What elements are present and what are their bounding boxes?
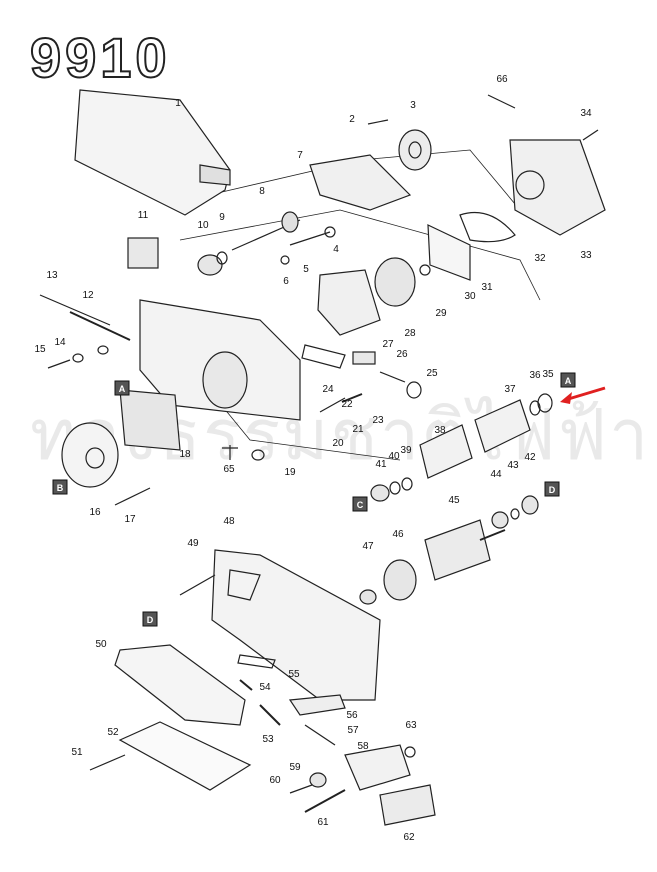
part-number-label: 51 <box>71 747 83 758</box>
part-number-label: 12 <box>82 290 94 301</box>
part-number-label: 63 <box>405 720 417 731</box>
svg-text:D: D <box>147 615 154 625</box>
part-number-label: 54 <box>259 682 271 693</box>
part-number-label: 40 <box>388 451 400 462</box>
part-number-label: 32 <box>534 253 546 264</box>
part-number-label: 65 <box>223 464 235 475</box>
reference-marker: C <box>352 496 368 512</box>
svg-text:D: D <box>549 485 556 495</box>
part-number-label: 36 <box>529 370 541 381</box>
part-number-label: 24 <box>322 384 334 395</box>
part-number-label: 20 <box>332 438 344 449</box>
part-number-label: 59 <box>289 762 301 773</box>
part-number-label: 41 <box>375 459 387 470</box>
part-number-label: 61 <box>317 817 329 828</box>
part-number-label: 25 <box>426 368 438 379</box>
pointer-arrowhead <box>560 392 572 404</box>
part-number-label: 35 <box>542 369 554 380</box>
part-number-label: 62 <box>403 832 415 843</box>
part-number-label: 27 <box>382 339 394 350</box>
part-number-label: 22 <box>341 399 353 410</box>
part-number-label: 10 <box>197 220 209 231</box>
part-number-label: 60 <box>269 775 281 786</box>
part-number-label: 13 <box>46 270 58 281</box>
pointer-arrow <box>564 386 606 402</box>
part-number-label: 52 <box>107 727 119 738</box>
part-number-label: 21 <box>352 424 364 435</box>
part-number-label: 45 <box>448 495 460 506</box>
part-number-label: 1 <box>175 98 181 109</box>
part-number-label: 17 <box>124 514 136 525</box>
part-number-label: 44 <box>490 469 502 480</box>
part-number-label: 48 <box>223 516 235 527</box>
part-number-label: 18 <box>179 449 191 460</box>
model-number: 9910 <box>29 26 171 89</box>
part-number-label: 57 <box>347 725 359 736</box>
part-number-label: 34 <box>580 108 592 119</box>
part-number-label: 14 <box>54 337 66 348</box>
part-number-label: 55 <box>288 669 300 680</box>
reference-marker: D <box>544 481 560 497</box>
part-number-label: 5 <box>303 264 309 275</box>
part-number-label: 4 <box>333 244 339 255</box>
part-number-label: 9 <box>219 212 225 223</box>
part-number-label: 46 <box>392 529 404 540</box>
part-number-label: 29 <box>435 308 447 319</box>
reference-marker: A <box>560 372 576 388</box>
part-number-label: 6 <box>283 276 289 287</box>
part-number-label: 31 <box>481 282 493 293</box>
part-number-label: 50 <box>95 639 107 650</box>
part-number-label: 23 <box>372 415 384 426</box>
reference-marker: D <box>142 611 158 627</box>
part-number-label: 47 <box>362 541 374 552</box>
part-number-label: 3 <box>410 100 416 111</box>
part-number-label: 28 <box>404 328 416 339</box>
part-number-label: 33 <box>580 250 592 261</box>
reference-marker: A <box>114 380 130 396</box>
part-number-label: 11 <box>138 210 149 221</box>
part-number-label: 26 <box>396 349 408 360</box>
part-number-label: 30 <box>464 291 476 302</box>
svg-text:C: C <box>357 500 364 510</box>
part-number-label: 19 <box>284 467 296 478</box>
part-number-label: 38 <box>434 425 446 436</box>
part-number-label: 66 <box>496 74 508 85</box>
svg-text:B: B <box>57 483 64 493</box>
part-number-label: 43 <box>507 460 519 471</box>
part-number-label: 56 <box>346 710 358 721</box>
part-number-label: 58 <box>357 741 369 752</box>
svg-text:A: A <box>119 384 126 394</box>
part-number-label: 15 <box>34 344 46 355</box>
part-number-label: 53 <box>262 734 274 745</box>
part-number-label: 49 <box>187 538 199 549</box>
reference-marker: B <box>52 479 68 495</box>
part-number-label: 37 <box>504 384 516 395</box>
part-number-label: 7 <box>297 150 303 161</box>
svg-text:A: A <box>565 376 572 386</box>
part-number-label: 16 <box>89 507 101 518</box>
part-number-label: 8 <box>259 186 265 197</box>
part-number-label: 39 <box>400 445 412 456</box>
part-number-label: 2 <box>349 114 355 125</box>
part-number-label: 42 <box>524 452 536 463</box>
